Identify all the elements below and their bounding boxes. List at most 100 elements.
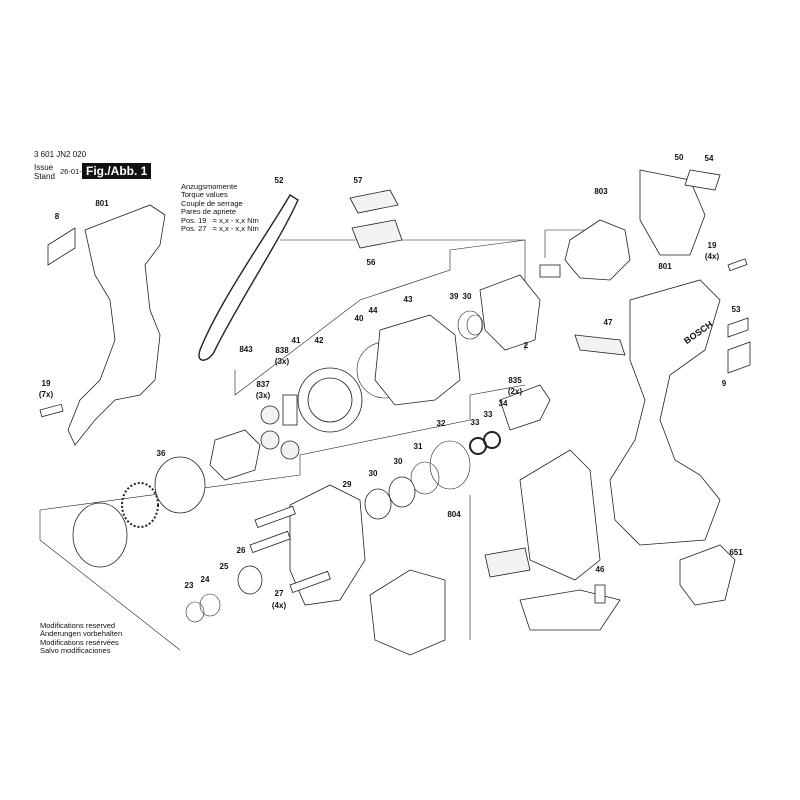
- part-label: 41: [292, 336, 301, 345]
- part-label: 803: [594, 187, 608, 196]
- part-label: 2: [524, 341, 529, 350]
- part-label: 801: [658, 262, 672, 271]
- part-label: 39: [450, 292, 459, 301]
- part-label: 50: [675, 153, 684, 162]
- part-label: (4x): [705, 252, 720, 261]
- issue-label: Issue: [34, 163, 54, 172]
- ring-gear-inner: [307, 377, 353, 423]
- assembly-brackets: [39, 229, 625, 651]
- part-label: 838: [275, 346, 289, 355]
- planet-gear-837: [280, 440, 300, 460]
- belt-52: [198, 194, 299, 361]
- torque-line: Torque values: [181, 190, 228, 200]
- part-label: 42: [315, 336, 324, 345]
- bearing-30: [364, 488, 392, 520]
- figure-label: Fig./Abb. 1: [82, 163, 152, 179]
- part-label: 24: [201, 575, 210, 584]
- part-label: 23: [185, 581, 194, 590]
- screw-26: [249, 530, 291, 554]
- part-47: [574, 334, 626, 356]
- stand-label: Stand: [34, 172, 55, 181]
- torque-line: Couple de serrage: [181, 198, 243, 208]
- ring-23: [185, 601, 205, 623]
- plate-56: [351, 219, 403, 249]
- part-label: (3x): [275, 357, 290, 366]
- screw-26: [254, 505, 296, 529]
- switch-plate: [484, 547, 531, 578]
- planet-gear-837: [260, 430, 280, 450]
- part-label: 651: [729, 548, 743, 557]
- washer-39: [457, 310, 483, 340]
- part-label: 8: [55, 212, 60, 221]
- mod-line: Änderungen vorbehalten: [40, 629, 123, 639]
- part-label: 32: [437, 419, 446, 428]
- part-label: (2x): [508, 387, 523, 396]
- motor-803: [564, 219, 631, 281]
- part-label: 31: [414, 442, 423, 451]
- part-label: 19: [42, 379, 51, 388]
- part-label: 44: [369, 306, 378, 315]
- part-label: 804: [447, 510, 461, 519]
- part-label: 30: [463, 292, 472, 301]
- part-label: 29: [343, 480, 352, 489]
- part-label: 26: [237, 546, 246, 555]
- ring-24: [199, 593, 221, 617]
- spring-46: [594, 584, 606, 604]
- front-cap: [72, 502, 128, 568]
- part-label: 52: [275, 176, 284, 185]
- part-label: 30: [369, 469, 378, 478]
- gear-housing-43: [374, 314, 461, 406]
- torque-values: Anzugsmomente Torque values Couple de se…: [181, 182, 259, 234]
- part-label: 801: [95, 199, 109, 208]
- ball-bearing: [121, 482, 159, 528]
- bearing-30: [388, 476, 416, 508]
- issue-date: 26-01-14: [60, 167, 91, 176]
- torque-pos19: Pos. 19 = x,x - x,x Nm: [181, 215, 259, 225]
- label-plate-8: [47, 227, 76, 266]
- part-label: 25: [220, 562, 229, 571]
- gearbox-cover-29: [289, 484, 366, 606]
- bushing-25: [237, 565, 263, 595]
- part-labels: 8 801 52 57 56 50 54 803 19 (4x) 801 53 …: [39, 153, 743, 610]
- part-label: 56: [367, 258, 376, 267]
- part-label: 19: [708, 241, 717, 250]
- part-label: 47: [604, 318, 613, 327]
- o-ring-33: [483, 431, 501, 449]
- part-label: 54: [705, 154, 714, 163]
- screw-19: [727, 258, 748, 272]
- cam-36: [154, 456, 206, 514]
- part-label: 40: [355, 314, 364, 323]
- torque-pos27: Pos. 27 = x,x - x,x Nm: [181, 224, 259, 234]
- mod-line: Salvo modificaciones: [40, 646, 111, 656]
- part-label: 46: [596, 565, 605, 574]
- part-label: 53: [732, 305, 741, 314]
- hammer-2: [479, 274, 541, 351]
- plate-57: [349, 189, 399, 214]
- part-label: 9: [722, 379, 727, 388]
- part-label: 835: [508, 376, 522, 385]
- modifications-note: Modifications reserved Änderungen vorbeh…: [40, 621, 123, 656]
- part-label: (4x): [272, 601, 287, 610]
- part-label: (3x): [256, 391, 271, 400]
- part-label: 57: [354, 176, 363, 185]
- part-label: (7x): [39, 390, 54, 399]
- anvil-34: [499, 384, 551, 431]
- housing-left-801: [67, 204, 166, 446]
- screw-19: [39, 403, 64, 418]
- mod-line: Modifications reserved: [40, 621, 116, 630]
- part-label: 30: [394, 457, 403, 466]
- housing-right-801: [609, 279, 721, 546]
- label-53: [727, 317, 749, 338]
- torque-line: Anzugsmomente: [181, 182, 238, 191]
- planet-gear-837: [260, 405, 280, 425]
- doc-number: 3 601 JN2 020: [34, 150, 87, 159]
- part-label: 43: [404, 295, 413, 304]
- part-label: 33: [484, 410, 493, 419]
- switch-housing: [369, 569, 446, 656]
- label-54: [684, 169, 721, 191]
- electronics-804: [519, 449, 601, 581]
- mod-line: Modifications resérvées: [40, 637, 119, 647]
- belt-clip-651: [679, 544, 736, 606]
- washer-32: [429, 440, 471, 490]
- part-label: 837: [256, 380, 270, 389]
